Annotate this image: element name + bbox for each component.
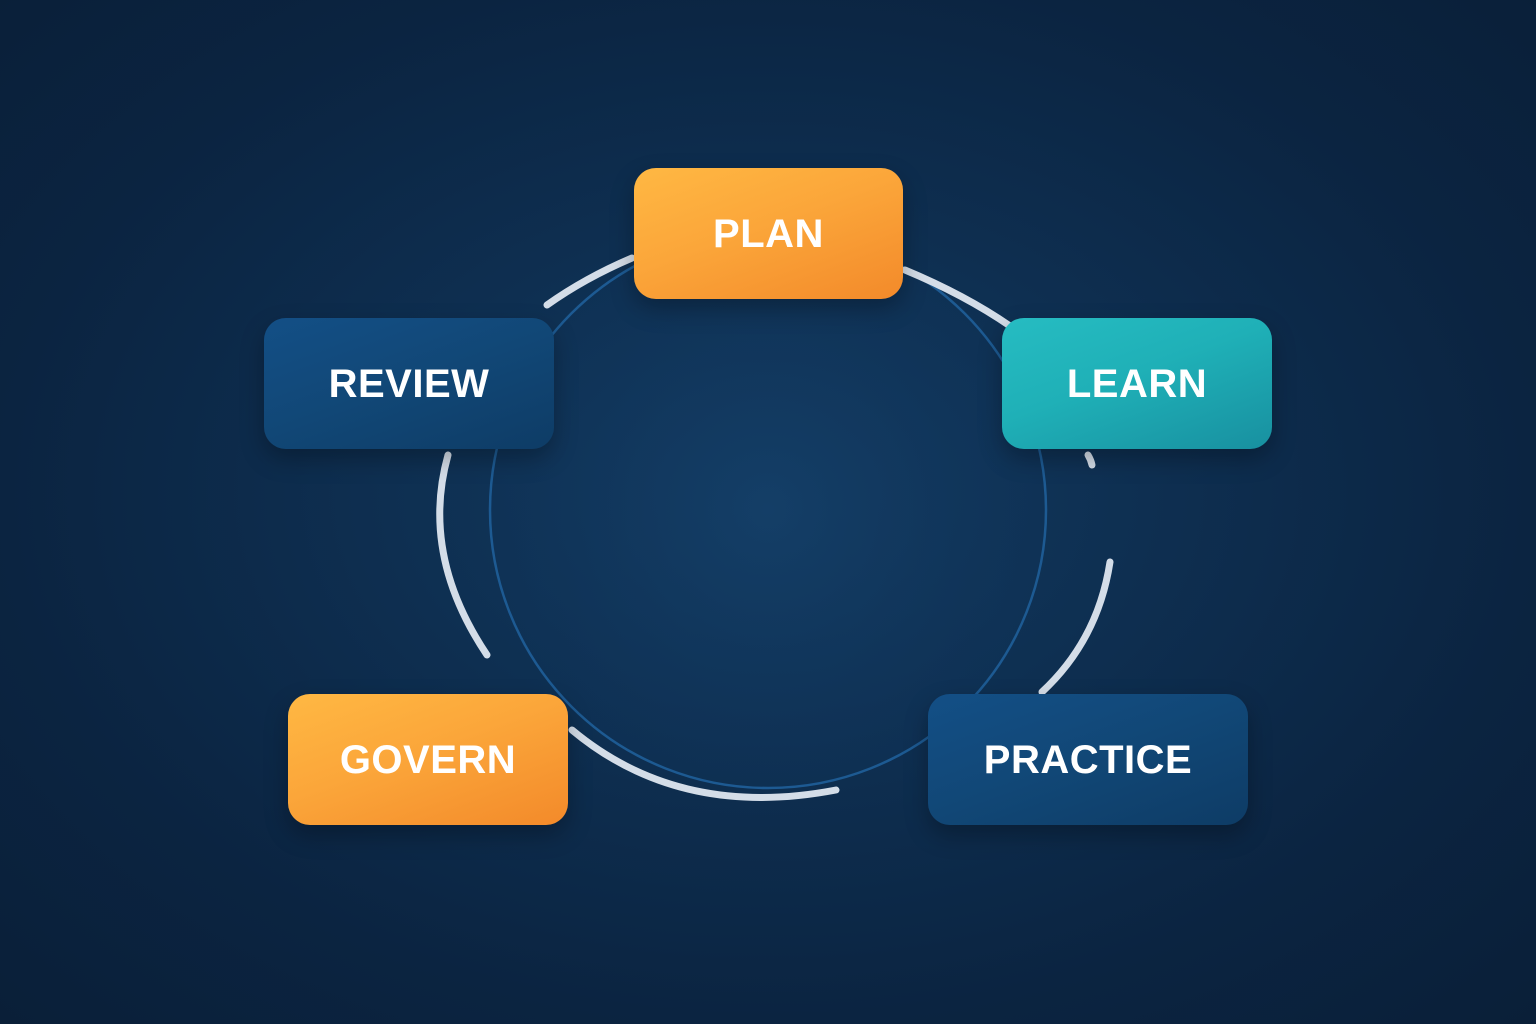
stage-govern-label: GOVERN xyxy=(339,737,517,782)
stage-review: REVIEW xyxy=(264,318,554,449)
arc-learn-tail xyxy=(1084,451,1096,469)
arc-plan-to-learn xyxy=(901,266,1014,330)
arc-govern-to-review xyxy=(436,451,491,659)
arc-practice-to-govern xyxy=(568,726,840,801)
stage-learn-label: LEARN xyxy=(1066,361,1208,406)
stage-review-label: REVIEW xyxy=(328,361,490,406)
stage-govern: GOVERN xyxy=(288,694,568,825)
stage-plan: PLAN xyxy=(634,168,903,299)
arc-learn-to-practice xyxy=(1038,558,1114,696)
stage-plan-label: PLAN xyxy=(713,211,824,256)
stage-practice: PRACTICE xyxy=(928,694,1248,825)
inner-disc xyxy=(490,232,1046,788)
stage-learn: LEARN xyxy=(1002,318,1272,449)
arc-review-to-plan xyxy=(543,254,636,309)
stage-practice-label: PRACTICE xyxy=(983,737,1193,782)
